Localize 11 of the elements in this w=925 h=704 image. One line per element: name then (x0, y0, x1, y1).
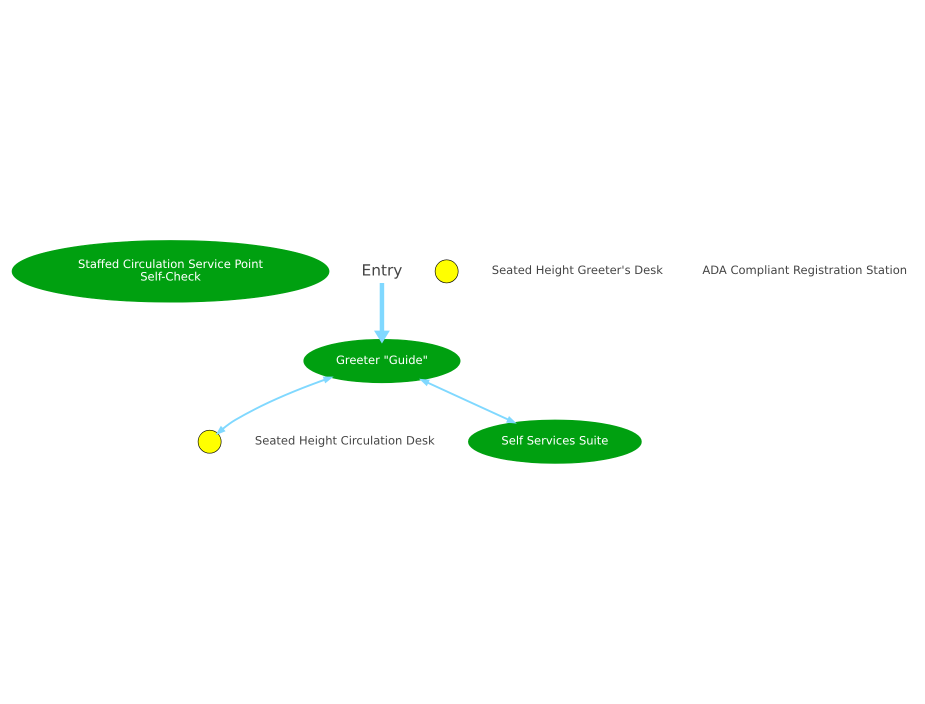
node-circle (198, 430, 222, 454)
arrow (374, 283, 390, 344)
label: ADA Compliant Registration Station (702, 263, 908, 278)
node-circle (434, 260, 458, 284)
arrow (418, 378, 517, 424)
node-ellipse: Staffed Circulation Service Point Self-Check (12, 240, 330, 303)
node-ellipse: Self Services Suite (468, 420, 642, 464)
node-label: Seated Height Greeter's Desk (492, 263, 663, 278)
node-text: Entry (362, 261, 402, 280)
node-label: Seated Height Circulation Desk (254, 434, 435, 448)
arrow (215, 376, 334, 436)
